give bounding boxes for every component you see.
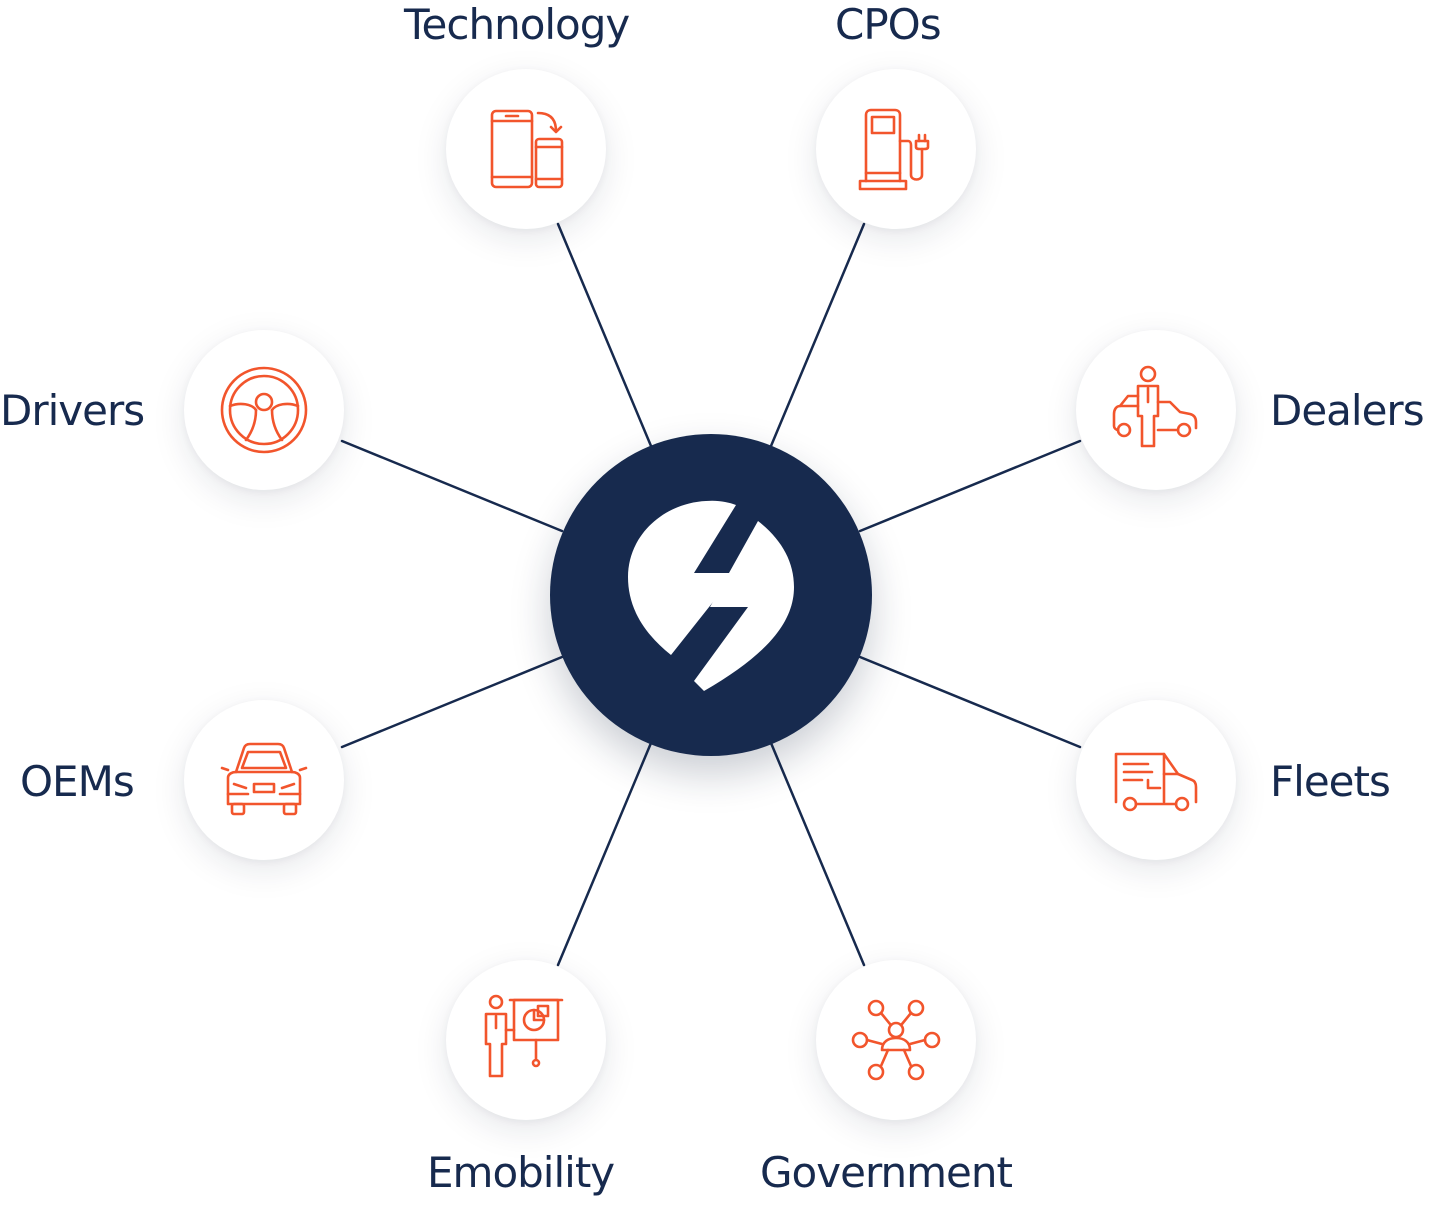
connector-emobility [556, 741, 653, 967]
node-government[interactable] [816, 960, 976, 1120]
person-with-car-icon [1112, 365, 1198, 448]
network-people-icon [851, 999, 941, 1081]
hub-logo [550, 434, 872, 756]
lightning-pin-logo-icon [628, 500, 794, 691]
node-cpos[interactable] [816, 69, 976, 229]
steering-wheel-icon [220, 366, 308, 454]
node-emobility[interactable] [446, 960, 606, 1120]
node-technology[interactable] [446, 69, 606, 229]
label-dealers: Dealers [1270, 386, 1425, 435]
label-fleets: Fleets [1270, 757, 1391, 806]
connector-dealers [858, 439, 1082, 533]
phone-transfer-icon [490, 109, 564, 189]
label-drivers: Drivers [0, 386, 145, 435]
connector-drivers [340, 439, 564, 533]
delivery-van-icon [1114, 752, 1198, 812]
connector-cpos [769, 222, 866, 448]
label-government: Government [760, 1148, 1013, 1197]
label-emobility: Emobility [427, 1148, 615, 1197]
node-drivers[interactable] [184, 330, 344, 490]
charging-station-icon [858, 108, 930, 191]
label-cpos: CPOs [835, 0, 942, 49]
connector-oems [340, 655, 564, 749]
label-technology: Technology [404, 0, 630, 49]
connector-technology [556, 222, 653, 448]
node-fleets[interactable] [1076, 700, 1236, 860]
node-oems[interactable] [184, 700, 344, 860]
label-oems: OEMs [20, 757, 135, 806]
connector-government [769, 741, 866, 967]
car-front-icon [220, 742, 308, 816]
node-dealers[interactable] [1076, 330, 1236, 490]
presentation-icon [484, 994, 564, 1078]
connector-fleets [858, 655, 1082, 749]
